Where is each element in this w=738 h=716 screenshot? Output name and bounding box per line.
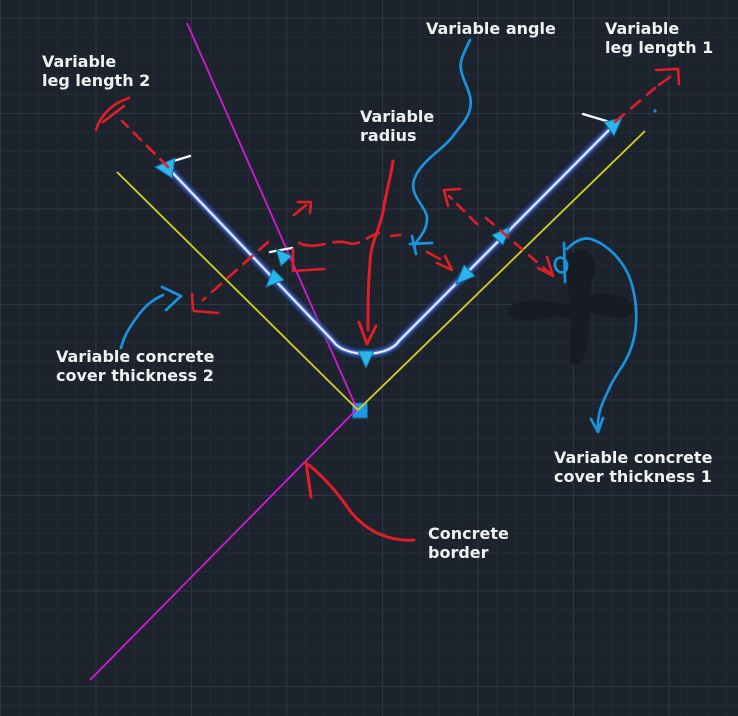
grip-leg1-mid-inner[interactable] [455,264,476,285]
label-line: Concrete [428,524,509,543]
label-line: border [428,543,489,562]
nw-arrow-head [442,187,462,208]
label-variable-cover-thickness-1: Variable concrete cover thickness 1 [554,448,712,486]
label-line: Variable [605,19,680,38]
label-variable-radius: Variable radius [360,107,434,145]
cover1-leader-tail [562,241,567,284]
angle-leader [411,38,473,248]
mid-arrow-head [435,254,454,272]
border-arrow-head [304,460,313,499]
label-line: cover thickness 1 [554,467,712,486]
label-concrete-border: Concrete border [428,524,509,562]
cover1-leader-head [589,416,605,434]
stray-blue-dot [653,109,657,113]
grip-leg2-mid-outer[interactable] [275,248,293,267]
border-arrow-shaft [307,463,416,542]
label-variable-leg-length-1: Variable leg length 1 [605,19,713,57]
grip-leg2-endpoint[interactable] [153,157,176,179]
leg2-arrow-shaft [120,119,170,169]
grip-radius[interactable] [357,350,375,370]
small-ne-arrow [292,200,313,217]
rebar-mid-tick [268,246,294,254]
label-line: Variable [360,107,435,126]
cover1-arrow-shaft [484,216,555,278]
grip-leg1-endpoint[interactable] [603,117,623,138]
label-line: Variable angle [426,19,556,38]
label-line: Variable [42,52,117,71]
label-variable-leg-length-2: Variable leg length 2 [42,52,150,90]
cover1-leader-arc [565,237,638,432]
label-line: cover thickness 2 [56,366,214,385]
leg1-arrow-shaft [613,86,657,124]
dark-figure-silhouette [508,250,634,366]
cover2-arrow-head [190,292,220,315]
nw-arrow-shaft [447,194,479,226]
label-line: Variable concrete [56,347,215,366]
cover2-leader [119,293,165,350]
mid-wavy-dashes [389,233,442,261]
blue-leaders [119,38,657,434]
red-annotations [94,67,681,542]
radius-leader [366,159,395,332]
label-line: leg length 1 [605,38,714,57]
concrete-cover-line[interactable] [116,130,646,412]
angle-leader-head [408,234,434,256]
grip-leg2-mid-inner[interactable] [265,268,285,288]
cover2-leader-head [160,285,183,312]
rebar-grips [153,117,623,370]
label-line: Variable concrete [554,448,713,467]
leg2-arrow-head [94,96,131,132]
cover1-arrow-head [536,255,555,278]
mid-bracket [291,247,326,273]
cover1-leader-loop [553,256,569,274]
label-variable-cover-thickness-2: Variable concrete cover thickness 2 [56,347,214,385]
cover2-arrow-shaft [201,240,270,302]
label-line: leg length 2 [42,71,151,90]
rebar-mid-stroke [168,121,618,356]
mid-wavy-line [297,231,381,247]
label-line: radius [360,126,417,145]
label-variable-angle: Variable angle [426,19,556,38]
radius-arrow-head [357,320,378,346]
rebar-shape-line[interactable] [166,119,620,358]
leg1-arrow-head [654,67,681,87]
